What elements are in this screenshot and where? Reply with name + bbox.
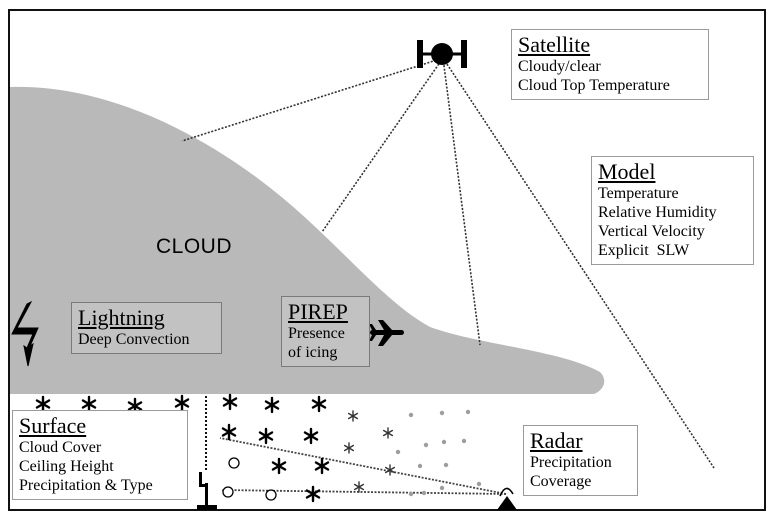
radar-beam-upper bbox=[219, 437, 507, 495]
model-title: Model bbox=[598, 159, 656, 184]
satellite-icon bbox=[417, 40, 467, 68]
airplane-icon bbox=[369, 320, 404, 346]
snowflake-icon bbox=[35, 395, 51, 413]
rain-drop-icon bbox=[408, 412, 414, 418]
hail-icon bbox=[228, 457, 240, 469]
rain-drop-icon bbox=[423, 442, 429, 448]
snowflake-icon bbox=[314, 457, 330, 475]
hail-icon bbox=[265, 489, 277, 501]
satellite-box: Satellite Cloudy/clear Cloud Top Tempera… bbox=[511, 29, 709, 100]
model-line: Relative Humidity bbox=[598, 203, 717, 221]
snowflake-icon bbox=[353, 481, 365, 493]
lightning-line: Deep Convection bbox=[78, 331, 190, 349]
surface-title: Surface bbox=[19, 413, 87, 438]
cloud-label: CLOUD bbox=[156, 235, 233, 258]
snowflake-icon bbox=[264, 396, 280, 414]
pirep-box: PIREP Presence of icing bbox=[281, 296, 370, 367]
surface-line: Precipitation & Type bbox=[19, 476, 153, 494]
surface-box: Surface Cloud Cover Ceiling Height Preci… bbox=[12, 410, 188, 500]
rain-drop-icon bbox=[439, 485, 445, 491]
snowflake-icon bbox=[303, 427, 319, 445]
snowflake-icon bbox=[311, 395, 327, 413]
rain-drop-icon bbox=[461, 438, 467, 444]
surface-line: Cloud Cover bbox=[19, 439, 102, 457]
rain-drop-icon bbox=[408, 491, 414, 497]
radar-box: Radar Precipitation Coverage bbox=[523, 425, 638, 496]
pirep-title: PIREP bbox=[288, 299, 348, 324]
snowflake-icon bbox=[382, 427, 394, 439]
snowflake-icon bbox=[271, 457, 287, 475]
model-line: Explicit SLW bbox=[598, 241, 690, 259]
lightning-box: Lightning Deep Convection bbox=[71, 302, 222, 354]
snowflake-icon bbox=[221, 423, 237, 441]
model-line: Vertical Velocity bbox=[598, 222, 705, 240]
lightning-icon bbox=[11, 300, 39, 367]
snowflake-icon bbox=[305, 485, 321, 503]
hail-icon bbox=[222, 486, 234, 498]
snowflake-icon bbox=[347, 410, 359, 422]
pirep-line: Presence bbox=[288, 325, 345, 343]
radar-beam bbox=[219, 437, 507, 495]
lightning-title: Lightning bbox=[78, 305, 165, 330]
rain-drop-icon bbox=[476, 481, 482, 487]
satellite-line-ground bbox=[442, 57, 715, 469]
model-box: Model Temperature Relative Humidity Vert… bbox=[591, 156, 754, 265]
model-line: Temperature bbox=[598, 185, 679, 203]
rain-drop-icon bbox=[417, 463, 423, 469]
satellite-line-cloud-top bbox=[181, 57, 444, 142]
satellite-title: Satellite bbox=[518, 32, 591, 57]
radar-icon bbox=[497, 487, 517, 510]
satellite-line-cloud-mid bbox=[321, 57, 444, 233]
rain-drop-icon bbox=[395, 449, 401, 455]
snowflake-icon bbox=[174, 394, 190, 412]
snowflake-icon bbox=[222, 393, 238, 411]
surface-line: Ceiling Height bbox=[19, 457, 114, 475]
precipitation-symbols bbox=[35, 393, 482, 503]
pirep-line: of icing bbox=[288, 343, 338, 361]
surface-station-icon bbox=[197, 472, 217, 510]
rain-drop-icon bbox=[421, 490, 427, 496]
rain-drop-icon bbox=[441, 439, 447, 445]
satellite-line: Cloudy/clear bbox=[518, 58, 601, 76]
rain-drop-icon bbox=[443, 462, 449, 468]
radar-title: Radar bbox=[530, 428, 583, 453]
snowflake-icon bbox=[384, 464, 396, 476]
radar-beam-lower bbox=[221, 489, 507, 495]
snowflake-icon bbox=[258, 427, 274, 445]
satellite-line: Cloud Top Temperature bbox=[518, 76, 670, 94]
satellite-view-lines bbox=[181, 57, 715, 469]
satellite-line-cloud-base bbox=[442, 57, 481, 346]
snowflake-icon bbox=[81, 395, 97, 413]
rain-drop-icon bbox=[439, 410, 445, 416]
snowflake-icon bbox=[343, 442, 355, 454]
rain-drop-icon bbox=[465, 409, 471, 415]
radar-line: Precipitation bbox=[530, 454, 612, 472]
radar-line: Coverage bbox=[530, 472, 592, 490]
